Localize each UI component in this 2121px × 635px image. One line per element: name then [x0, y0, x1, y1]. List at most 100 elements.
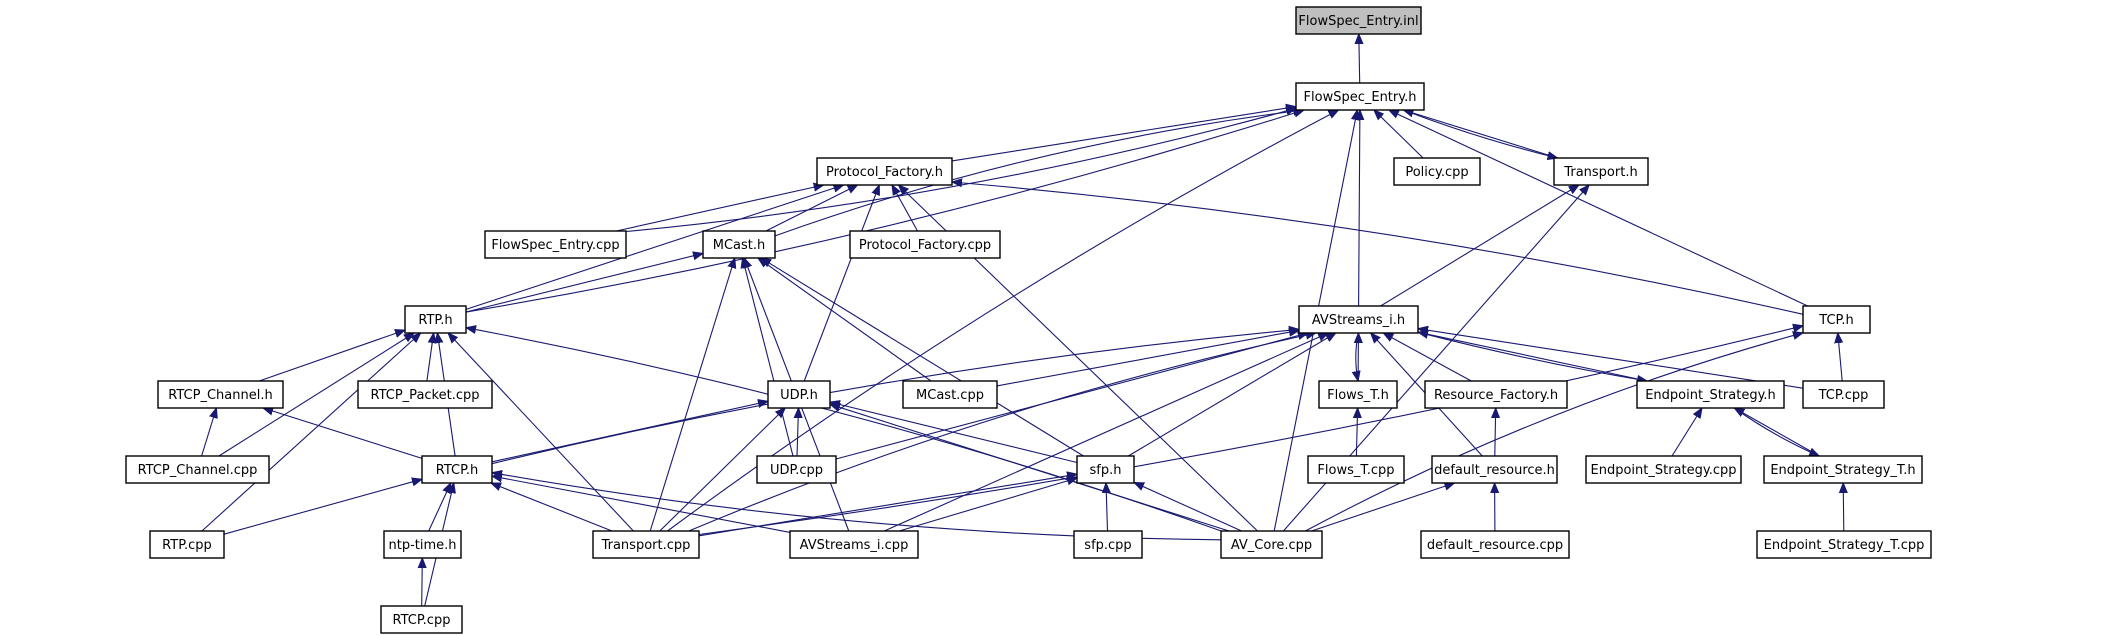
node-inl[interactable]: FlowSpec_Entry.inl — [1295, 6, 1422, 35]
edge-rtcp_cpp-to-ntp_h — [422, 558, 423, 607]
node-dr-h[interactable]: default_resource.h — [1431, 455, 1558, 484]
node-udp-h[interactable]: UDP.h — [767, 380, 831, 409]
node-fse-cpp[interactable]: FlowSpec_Entry.cpp — [484, 230, 627, 259]
node-label: Endpoint_Strategy_T.cpp — [1764, 538, 1925, 553]
node-rtcp-h[interactable]: RTCP.h — [421, 455, 493, 484]
edge-tcp_h-to-fse_h — [1389, 110, 1808, 307]
node-label: RTP.cpp — [162, 538, 212, 553]
edge-rtcp_h-to-rtcpch_h — [263, 408, 423, 459]
nodes-layer: FlowSpec_Entry.inlFlowSpec_Entry.hPolicy… — [125, 6, 1932, 634]
node-label: Flows_T.h — [1327, 388, 1389, 403]
node-label: default_resource.h — [1434, 463, 1555, 478]
edge-transport_cpp-to-udp_h — [659, 408, 785, 532]
node-rtcppk-cpp[interactable]: RTCP_Packet.cpp — [357, 380, 493, 409]
edge-avcore_cpp-to-rtp_h — [466, 328, 1222, 532]
node-avcore-cpp[interactable]: AV_Core.cpp — [1220, 530, 1323, 559]
node-label: AV_Core.cpp — [1231, 538, 1312, 553]
edge-avs_cpp-to-sfp_h — [899, 478, 1077, 532]
node-est-cpp[interactable]: Endpoint_Strategy_T.cpp — [1756, 530, 1932, 559]
node-avs-cpp[interactable]: AVStreams_i.cpp — [789, 530, 919, 559]
edge-fse_h-to-transport_h — [1403, 109, 1557, 158]
node-rtcp-cpp[interactable]: RTCP.cpp — [380, 605, 463, 634]
node-label: UDP.h — [780, 388, 818, 403]
node-box — [902, 380, 998, 409]
edge-sfp_h-to-mcast_h — [761, 258, 1084, 457]
node-avs-h[interactable]: AVStreams_i.h — [1298, 305, 1419, 334]
node-box — [1585, 455, 1742, 484]
node-policy-cpp[interactable]: Policy.cpp — [1393, 157, 1481, 186]
edge-avs_h-to-flows_h — [1356, 332, 1359, 381]
node-flows-h[interactable]: Flows_T.h — [1318, 380, 1398, 409]
node-label: sfp.cpp — [1084, 538, 1131, 553]
node-label: Protocol_Factory.h — [826, 165, 943, 180]
node-fse-h[interactable]: FlowSpec_Entry.h — [1295, 82, 1425, 111]
edge-rtp_cpp-to-rtcp_h — [223, 479, 422, 535]
node-label: TCP.cpp — [1818, 388, 1869, 403]
edge-avcore_cpp-to-sfp_h — [1134, 482, 1242, 532]
node-tcp-h[interactable]: TCP.h — [1802, 305, 1871, 334]
node-label: AVStreams_i.h — [1312, 313, 1405, 328]
node-box — [816, 157, 953, 186]
node-label: RTCP_Channel.h — [168, 388, 272, 403]
edge-avs_cpp-to-rtcp_h — [492, 476, 791, 533]
node-sfp-h[interactable]: sfp.h — [1076, 455, 1135, 484]
edge-es_cpp-to-es_h — [1671, 408, 1702, 457]
edge-pf_cpp-to-pf_h — [892, 185, 918, 232]
node-box — [1295, 6, 1422, 35]
edge-udp_cpp-to-mcast_h — [743, 258, 794, 457]
node-transport-h[interactable]: Transport.h — [1553, 157, 1649, 186]
node-pf-cpp[interactable]: Protocol_Factory.cpp — [849, 230, 1001, 259]
node-rf-h[interactable]: Resource_Factory.h — [1424, 380, 1568, 409]
node-label: default_resource.cpp — [1427, 538, 1563, 553]
edge-tcp_cpp-to-avs_h — [1418, 329, 1804, 389]
node-label: sfp.h — [1090, 463, 1122, 478]
edge-transport_cpp-to-avs_h — [688, 333, 1316, 532]
node-label: Protocol_Factory.cpp — [859, 238, 991, 253]
edge-avs_h-to-transport_h — [1380, 185, 1579, 307]
node-box — [592, 530, 700, 559]
node-label: TCP.h — [1818, 313, 1853, 328]
edge-rf_h-to-avs_h — [1383, 333, 1472, 382]
node-es-h[interactable]: Endpoint_Strategy.h — [1636, 380, 1785, 409]
node-label: Flows_T.cpp — [1317, 463, 1394, 478]
edge-transport_cpp-to-tcp_h — [698, 326, 1803, 536]
node-label: RTCP.h — [436, 463, 479, 478]
edge-ntp_h-to-rtcp_h — [428, 483, 451, 532]
edge-tcp_cpp-to-tcp_h — [1838, 333, 1842, 382]
node-label: MCast.cpp — [916, 388, 984, 403]
node-rtcpch-cpp[interactable]: RTCP_Channel.cpp — [125, 455, 270, 484]
node-label: Resource_Factory.h — [1434, 388, 1558, 403]
node-rtp-h[interactable]: RTP.h — [404, 305, 467, 334]
edge-avcore_cpp-to-dr_h — [1311, 483, 1455, 532]
edge-mcast_cpp-to-mcast_h — [758, 258, 932, 382]
node-label: ntp-time.h — [388, 538, 456, 553]
node-dr-cpp[interactable]: default_resource.cpp — [1420, 530, 1570, 559]
node-mcast-h[interactable]: MCast.h — [702, 230, 776, 259]
node-rtp-cpp[interactable]: RTP.cpp — [149, 530, 225, 559]
edge-avs_cpp-to-avs_h — [884, 333, 1328, 532]
node-tcp-cpp[interactable]: TCP.cpp — [1802, 380, 1885, 409]
node-es-cpp[interactable]: Endpoint_Strategy.cpp — [1585, 455, 1742, 484]
node-box — [1220, 530, 1323, 559]
node-box — [702, 230, 776, 259]
node-box — [1318, 380, 1398, 409]
node-label: MCast.h — [713, 238, 766, 253]
edge-rtcpch_cpp-to-rtp_h — [218, 333, 414, 457]
edge-udp_cpp-to-udp_h — [797, 408, 799, 457]
edge-policy_cpp-to-fse_h — [1374, 110, 1424, 159]
edge-mcast_cpp-to-avs_h — [996, 330, 1299, 387]
node-transport-cpp[interactable]: Transport.cpp — [592, 530, 700, 559]
node-rtcpch-h[interactable]: RTCP_Channel.h — [157, 380, 284, 409]
node-sfp-cpp[interactable]: sfp.cpp — [1073, 530, 1143, 559]
node-est-h[interactable]: Endpoint_Strategy_T.h — [1763, 455, 1923, 484]
node-mcast-cpp[interactable]: MCast.cpp — [902, 380, 998, 409]
node-pf-h[interactable]: Protocol_Factory.h — [816, 157, 953, 186]
node-udp-cpp[interactable]: UDP.cpp — [756, 455, 837, 484]
node-box — [421, 455, 493, 484]
node-label: RTCP_Packet.cpp — [371, 388, 480, 403]
edge-sfp_cpp-to-sfp_h — [1106, 483, 1108, 532]
node-ntp-h[interactable]: ntp-time.h — [383, 530, 462, 559]
edge-flows_cpp-to-flows_h — [1356, 408, 1357, 457]
node-label: FlowSpec_Entry.cpp — [491, 238, 619, 253]
node-flows-cpp[interactable]: Flows_T.cpp — [1307, 455, 1405, 484]
